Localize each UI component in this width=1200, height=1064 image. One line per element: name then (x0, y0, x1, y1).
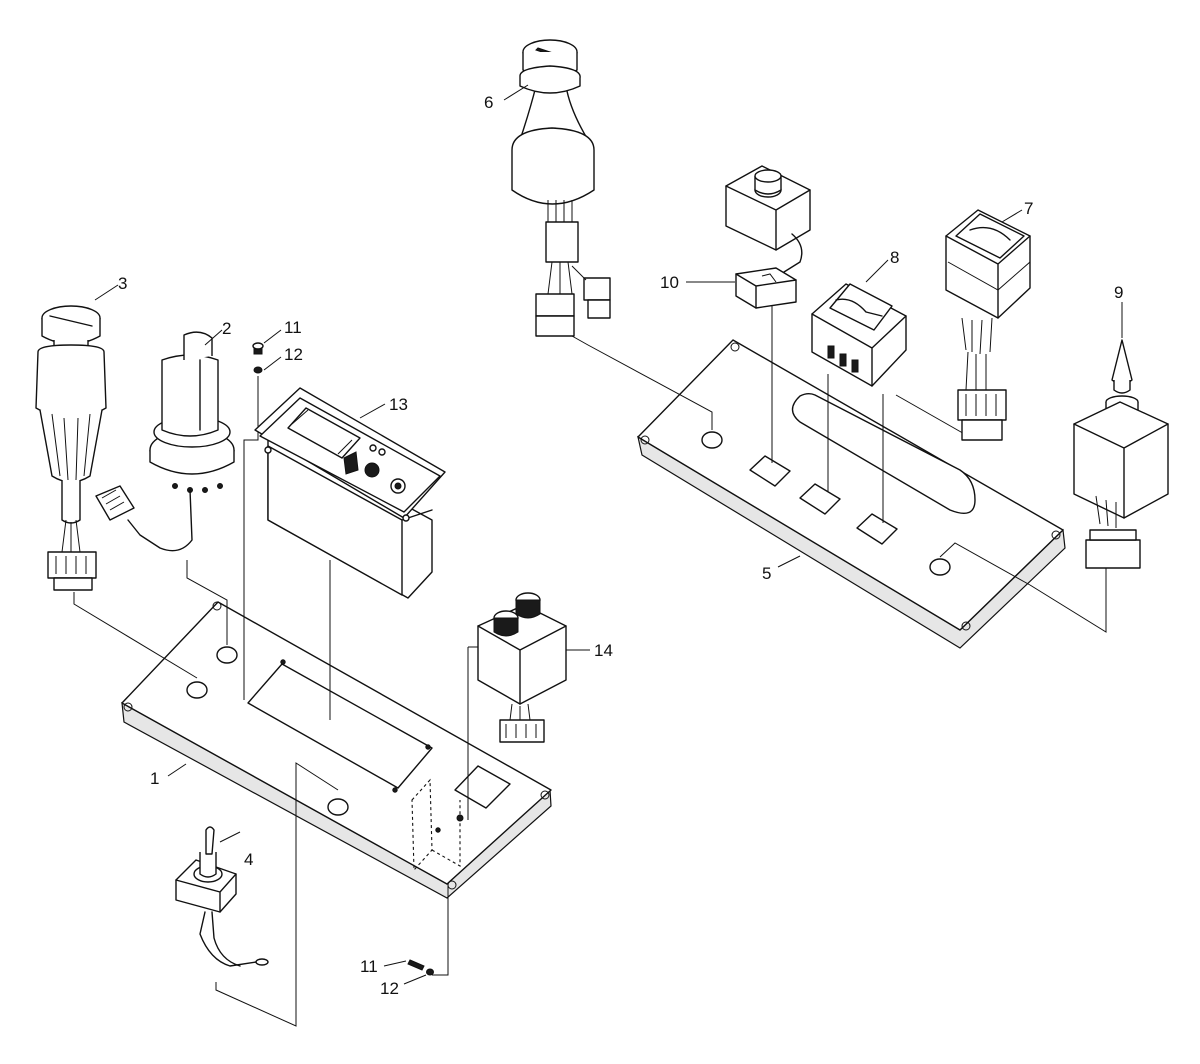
part-6-joystick (503, 39, 611, 337)
callout-9: 9 (1114, 283, 1123, 302)
part-2-switch (95, 329, 235, 552)
callout-12-top: 12 (284, 345, 303, 364)
callout-4: 4 (244, 850, 253, 869)
leader-5 (777, 555, 801, 568)
part-10-pushbutton (686, 165, 811, 309)
callout-8: 8 (890, 248, 899, 267)
callout-7: 7 (1024, 199, 1033, 218)
part-9-switch (1073, 302, 1169, 569)
callout-14: 14 (594, 641, 613, 660)
part-11-12-bottom (383, 959, 434, 985)
callout-13: 13 (389, 395, 408, 414)
part-13-display (254, 387, 446, 599)
callout-11-top: 11 (284, 318, 302, 337)
callout-1: 1 (150, 769, 159, 788)
callout-11-bottom: 11 (360, 957, 378, 976)
callout-3: 3 (118, 274, 127, 293)
callout-2: 2 (222, 319, 231, 338)
callout-12-bottom: 12 (380, 979, 399, 998)
leader-1 (167, 763, 187, 777)
part-4-toggle (175, 826, 269, 967)
assembly-lines (73, 306, 1107, 1027)
part-8-rocker (811, 259, 907, 387)
part-7-rocker (945, 209, 1031, 441)
part-3-joystick (35, 284, 119, 591)
callout-5: 5 (762, 564, 771, 583)
callout-10: 10 (660, 273, 679, 292)
part-14-switch (477, 592, 590, 743)
callout-labels: 1 2 3 4 5 6 7 8 9 10 11 12 13 14 11 12 (118, 93, 1123, 998)
left-panel (121, 601, 552, 899)
callout-6: 6 (484, 93, 493, 112)
part-11-12-top (252, 329, 282, 374)
right-panel (637, 339, 1066, 649)
